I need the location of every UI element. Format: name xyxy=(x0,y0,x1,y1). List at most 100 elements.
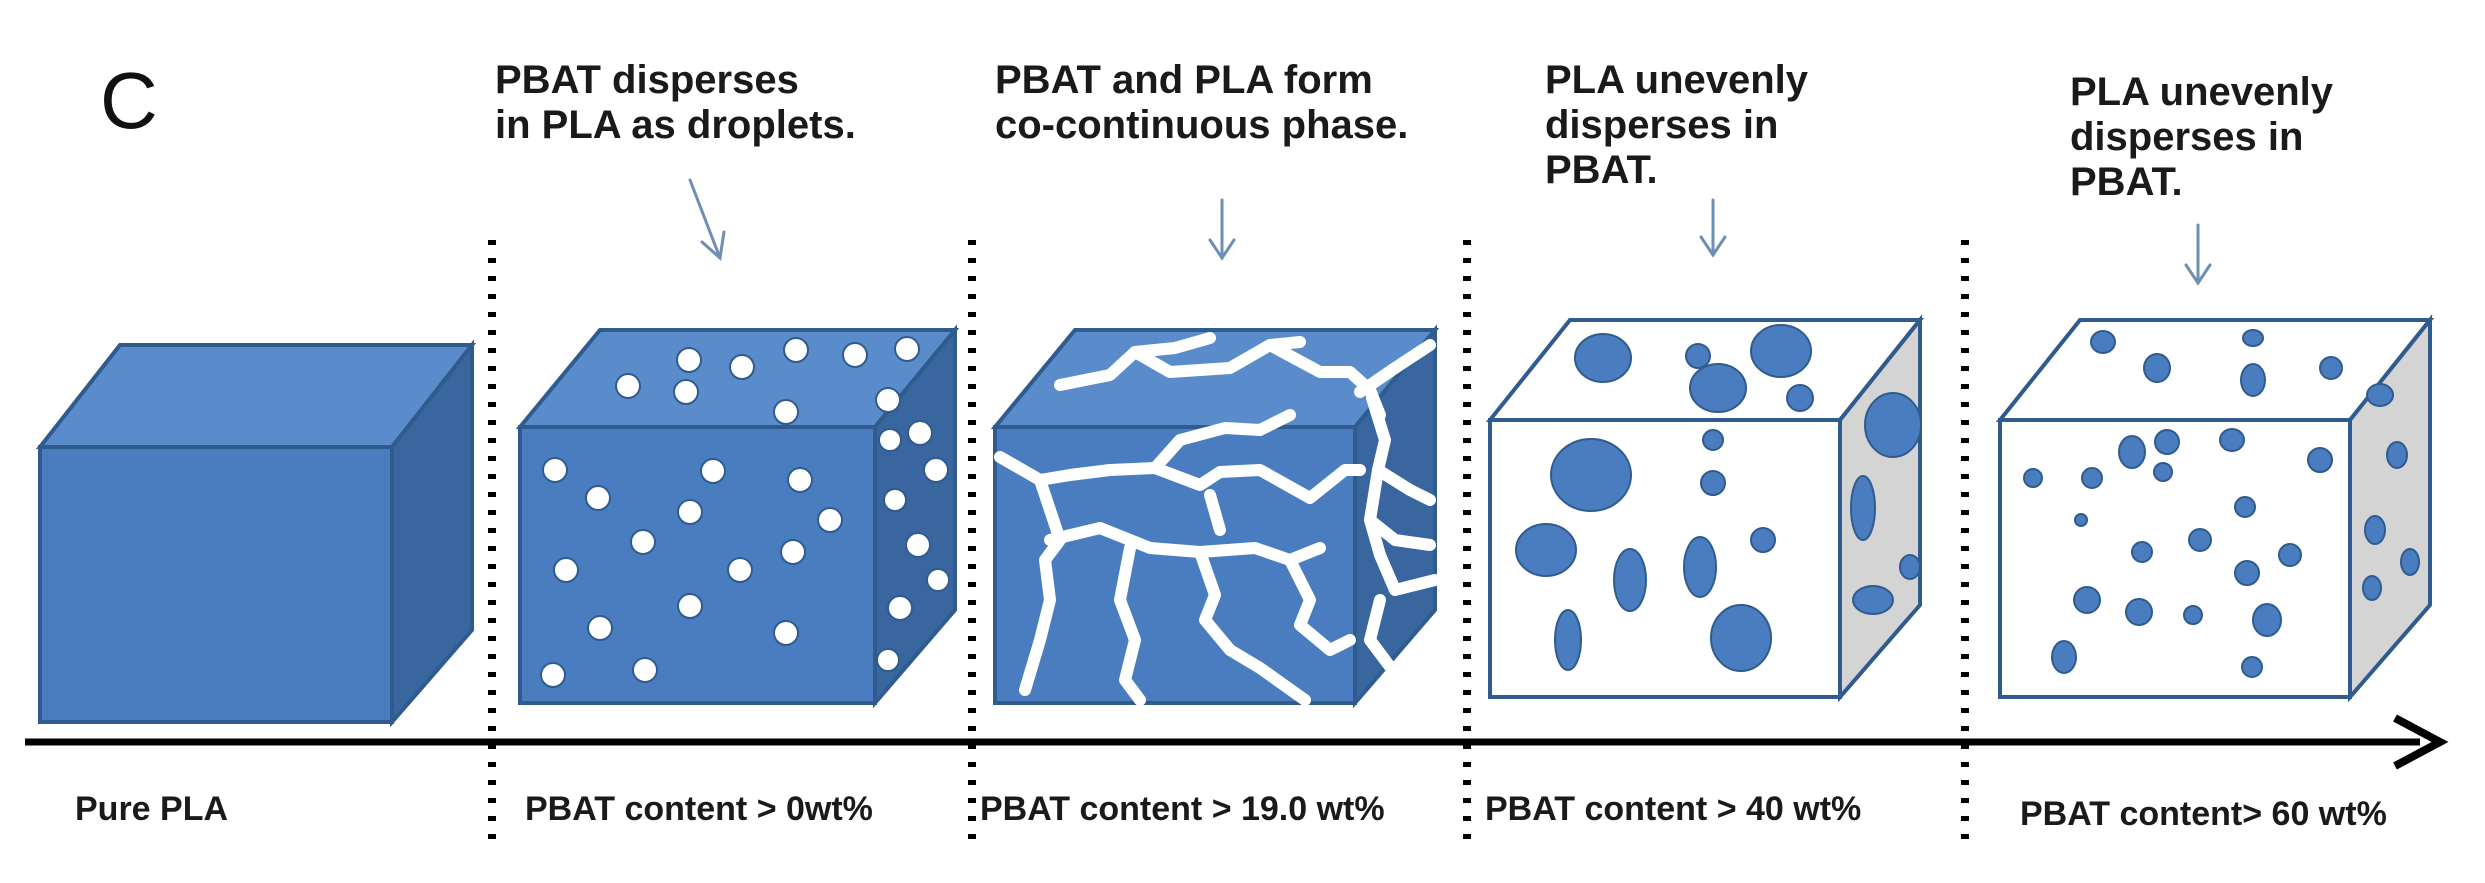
stage-label-pure-pla: Pure PLA xyxy=(75,790,229,828)
annotation-line: PBAT. xyxy=(2070,159,2183,204)
pbat-droplet xyxy=(878,428,902,452)
annotation-line: disperses in xyxy=(2070,114,2304,159)
pla-domain xyxy=(2219,428,2245,452)
annotation-arrow xyxy=(1208,198,1236,261)
pbat-droplet xyxy=(632,657,658,683)
pla-domain xyxy=(2023,468,2043,488)
pbat-droplet xyxy=(894,336,920,362)
pla-domain xyxy=(2090,330,2116,354)
pbat-droplet xyxy=(887,595,913,621)
pbat-droplet xyxy=(876,648,900,672)
x-axis-arrowhead xyxy=(2393,714,2449,770)
annotation-line: PBAT. xyxy=(1545,147,1658,192)
pla-domain xyxy=(1750,324,1812,378)
pbat-network-channel xyxy=(1354,339,1436,398)
pla-domain xyxy=(2051,640,2077,674)
pla-domain xyxy=(2366,383,2394,407)
pbat-droplet xyxy=(677,593,703,619)
cube-pbat-droplets xyxy=(515,324,960,709)
pbat-droplet xyxy=(842,342,868,368)
pla-domain xyxy=(1864,392,1922,458)
annotation-line: PLA unevenly xyxy=(1545,58,1809,102)
pbat-droplet xyxy=(923,457,949,483)
annotation-line: in PLA as droplets. xyxy=(495,102,856,147)
pbat-droplet xyxy=(787,467,813,493)
pbat-network-channel xyxy=(1204,489,1226,536)
pla-domain xyxy=(1852,585,1894,615)
annotation-line: co-continuous phase. xyxy=(995,102,1409,147)
pla-domain xyxy=(2074,513,2088,527)
pla-domain xyxy=(1515,523,1577,577)
pbat-droplet xyxy=(773,620,799,646)
pla-domain xyxy=(2386,441,2408,469)
stage-label-gt-40: PBAT content > 40 wt% xyxy=(1485,790,1862,828)
pbat-droplet xyxy=(780,539,806,565)
pbat-network-channel xyxy=(1364,464,1441,596)
pla-domain xyxy=(2242,329,2264,347)
pbat-network-channel xyxy=(1364,514,1436,551)
pla-domain xyxy=(1899,554,1921,580)
pla-domain xyxy=(2153,462,2173,482)
pbat-network-channel xyxy=(1284,554,1356,656)
pla-domain xyxy=(2307,447,2333,473)
pbat-droplet xyxy=(907,420,933,446)
pbat-network-channel xyxy=(1019,474,1066,696)
pbat-droplet xyxy=(727,557,753,583)
pla-domain xyxy=(1750,527,1776,553)
pbat-droplet xyxy=(817,507,843,533)
pla-domain xyxy=(2234,496,2256,518)
pbat-network-channel xyxy=(1149,409,1296,474)
stage-label-gt-60: PBAT content> 60 wt% xyxy=(2020,795,2387,833)
pla-domain xyxy=(1554,609,1582,671)
annotation-line: PBAT disperses xyxy=(495,58,799,102)
annotation-droplets: PBAT disperses in PLA as droplets. xyxy=(495,58,856,148)
pbat-droplet xyxy=(673,379,699,405)
pla-domain xyxy=(2125,598,2153,626)
pla-domain xyxy=(2154,429,2180,455)
pla-domain xyxy=(1613,548,1647,612)
annotation-arrow xyxy=(688,178,726,261)
pla-domain xyxy=(2131,541,2153,563)
pbat-droplet xyxy=(700,458,726,484)
cube-front-face xyxy=(518,425,877,705)
cube-pla-in-pbat-40 xyxy=(1485,314,1925,703)
pbat-droplet xyxy=(630,529,656,555)
pla-domain xyxy=(2183,605,2203,625)
pla-domain xyxy=(1710,604,1772,672)
pla-domain xyxy=(1574,333,1632,383)
cube-pla-in-pbat-60 xyxy=(1995,314,2435,703)
pbat-droplet xyxy=(542,457,568,483)
pbat-droplet xyxy=(553,557,579,583)
annotation-line: disperses in xyxy=(1545,102,1779,147)
cube-front-face xyxy=(38,445,394,724)
pla-domain xyxy=(2240,363,2266,397)
pbat-network-channel xyxy=(994,451,1161,486)
pbat-droplet xyxy=(773,399,799,425)
pla-domain xyxy=(2143,353,2171,383)
pla-domain xyxy=(2073,586,2101,614)
pla-domain xyxy=(2319,356,2343,380)
cube-pure-pla xyxy=(35,339,477,728)
pbat-network-channel xyxy=(1364,594,1406,706)
cube-co-continuous xyxy=(990,324,1441,709)
pbat-network-channel xyxy=(1114,542,1146,706)
pbat-network-channel xyxy=(1149,462,1316,504)
stage-label-gt-19: PBAT content > 19.0 wt% xyxy=(980,790,1385,828)
pbat-droplet xyxy=(883,488,907,512)
pla-domain xyxy=(2400,548,2420,576)
annotation-line: PBAT and PLA form xyxy=(995,58,1373,102)
pbat-droplet xyxy=(926,568,950,592)
pla-domain xyxy=(2252,603,2282,637)
pbat-droplet xyxy=(875,387,901,413)
pla-domain xyxy=(2118,435,2146,469)
pla-domain xyxy=(1550,438,1632,512)
pbat-droplet xyxy=(783,337,809,363)
pla-domain xyxy=(2188,528,2212,552)
annotation-pla-in-pbat-60: PLA unevenly disperses in PBAT. xyxy=(2070,70,2333,204)
annotation-pla-in-pbat-40: PLA unevenly disperses in PBAT. xyxy=(1545,58,1808,192)
pbat-droplet xyxy=(540,662,566,688)
pla-domain xyxy=(1683,536,1717,598)
pbat-network-channel xyxy=(1304,464,1366,504)
